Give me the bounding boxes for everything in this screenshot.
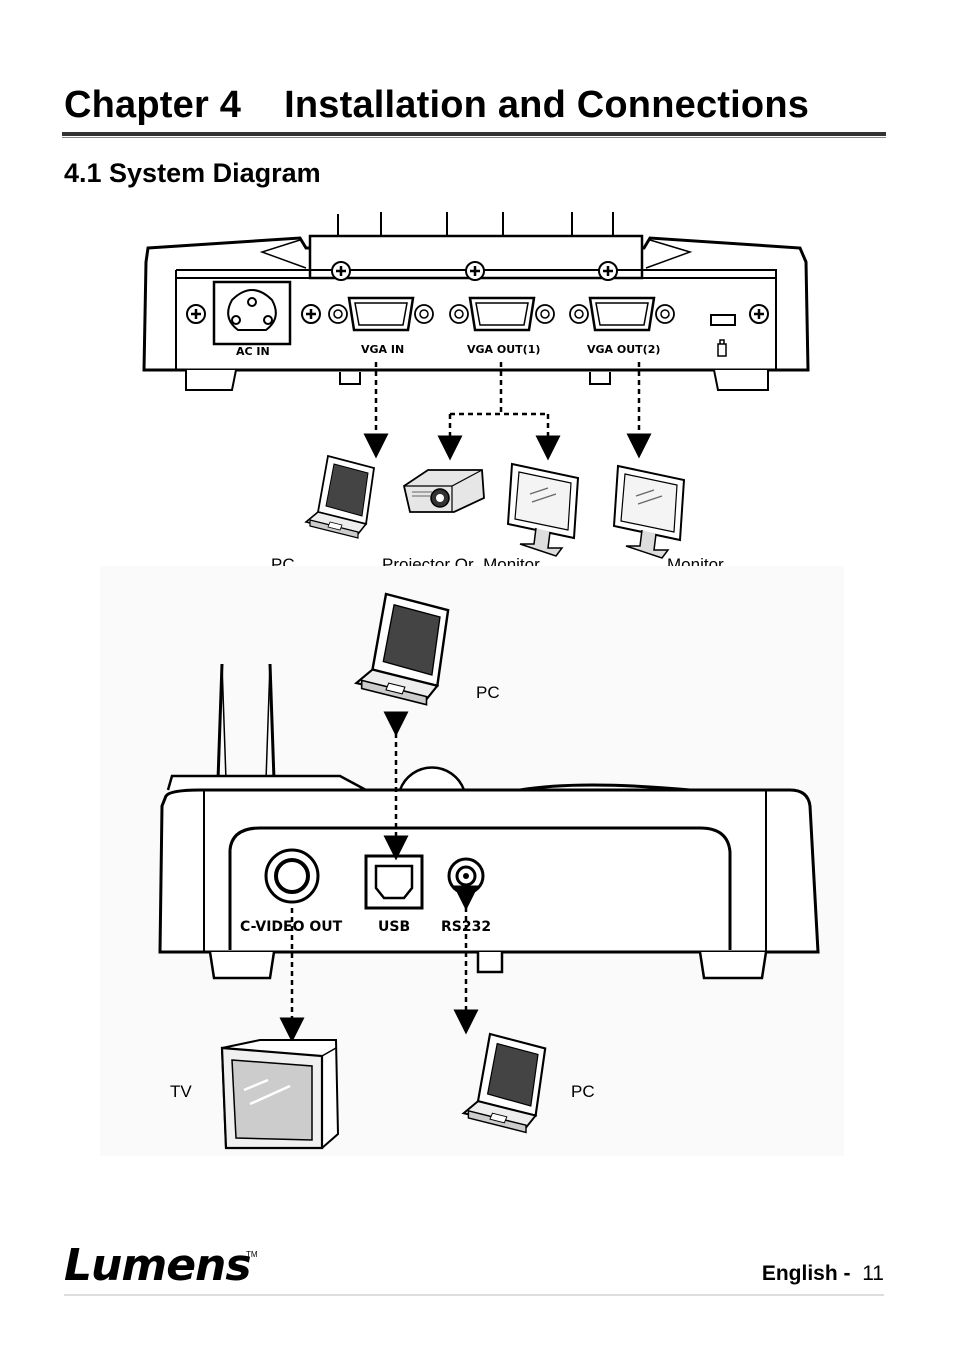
port-label-usb: USB (378, 919, 410, 935)
footer-separator: - (843, 1262, 851, 1285)
device-label-pc: PC (571, 1082, 595, 1101)
device-label-pc: PC (476, 683, 500, 702)
chapter-title: Chapter 4 Installation and Connections (64, 84, 810, 126)
chapter-rule-thin (62, 137, 886, 138)
chapter-rule (62, 132, 886, 136)
page-number: 11 (862, 1262, 884, 1285)
page-footer: English - 11 (762, 1262, 884, 1286)
monitor-icon (507, 463, 579, 557)
footer-language: English (761, 1262, 838, 1285)
top-device-rear-panel (142, 212, 810, 391)
laptop-icon (305, 455, 375, 539)
port-label-vga-out-1: VGA OUT(1) (467, 343, 540, 356)
projector-icon (402, 469, 485, 513)
port-label-vga-in: VGA IN (361, 343, 404, 356)
port-label-ac-in: AC IN (236, 345, 270, 358)
monitor-icon (613, 465, 685, 559)
top-connection-arrows (363, 362, 652, 461)
tv-icon (220, 1039, 340, 1150)
trademark-mark: TM (246, 1250, 258, 1259)
port-label-vga-out-2: VGA OUT(2) (587, 343, 660, 356)
device-label-tv: TV (170, 1082, 192, 1101)
bottom-connection-arrows (279, 711, 479, 1043)
section-title: 4.1 System Diagram (64, 158, 321, 188)
lumens-logo: Lumens (64, 1240, 252, 1291)
bottom-device-rear-panel (158, 663, 820, 980)
